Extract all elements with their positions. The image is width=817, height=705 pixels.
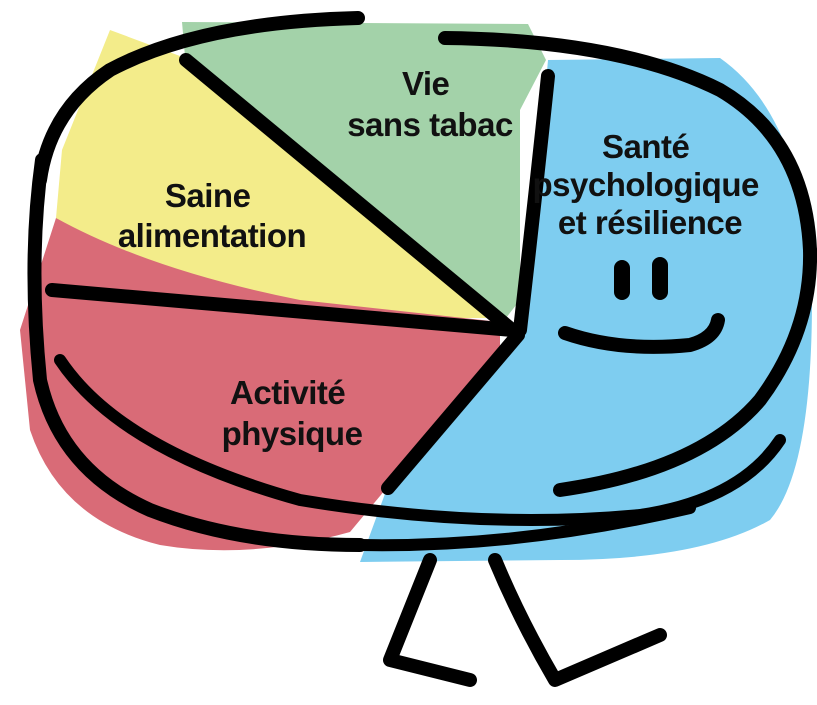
- walking-legs: [383, 553, 667, 687]
- right-leg: [488, 553, 667, 687]
- label-saine-alimentation: Saine alimentation: [118, 177, 306, 254]
- label-sante-psychologique: Santé psychologique et résilience: [532, 128, 767, 241]
- pie-outline: [27, 11, 817, 552]
- segment-fill-vie-sans-tabac: [182, 22, 546, 318]
- label-vie-sans-tabac: Vie sans tabac: [347, 65, 513, 143]
- left-leg: [383, 553, 477, 687]
- segment-dividers: [45, 53, 555, 495]
- label-activite-physique: Activité physique: [222, 374, 363, 452]
- segment-fill-sante-psychologique: [360, 58, 812, 562]
- segment-fill-saine-alimentation: [56, 30, 490, 318]
- smile-mouth: [558, 313, 725, 354]
- smiley-face: [558, 257, 725, 354]
